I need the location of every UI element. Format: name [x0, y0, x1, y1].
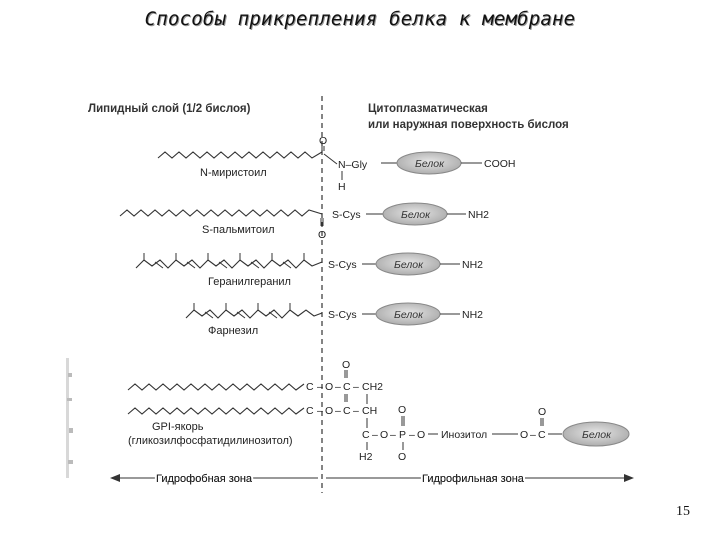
arrow-head-right-icon	[624, 474, 634, 482]
atom-dash: –	[317, 381, 323, 393]
atom-p: P	[399, 429, 406, 441]
link-n-gly: N–Gly	[338, 159, 368, 171]
atom-dash: –	[372, 429, 378, 441]
membrane-attachment-diagram: Липидный слой (1/2 бислоя) Цитоплазматич…	[66, 96, 634, 493]
row-gpi-anchor: C – O – C O – CH2 C – O – C – CH C H2 – …	[127, 359, 630, 463]
atom-ch: CH	[362, 405, 377, 417]
link-s-cys: S-Cys	[328, 309, 357, 321]
hydrophilic-zone-label-bg: Гидрофильная зона	[422, 473, 525, 485]
myristoyl-chain	[157, 151, 323, 159]
header-surface-line2: или наружная поверхность бислоя	[368, 119, 569, 131]
terminus-nh2: NH2	[462, 309, 483, 321]
atom-dash: –	[335, 381, 341, 393]
methyl-branches	[193, 303, 291, 310]
row-n-myristoyl: O N–Gly H Белок COOH N-миристоил	[157, 135, 516, 193]
atom-ch2: CH2	[362, 381, 383, 393]
label-farnesyl: Фарнезил	[208, 325, 258, 337]
atom-dash: –	[530, 429, 536, 441]
atom-o: O	[318, 229, 326, 241]
row-farnesyl: S-Cys Белок NH2 Фарнезил	[185, 302, 483, 337]
protein-label: Белок	[401, 209, 431, 221]
header-surface-line1: Цитоплазматическая	[368, 103, 488, 115]
row-geranylgeranyl: S-Cys Белок NH2 Геранилгеранил	[135, 252, 483, 288]
atom-o: O	[380, 429, 388, 441]
double-bonds	[204, 311, 278, 319]
protein-label: Белок	[582, 429, 612, 441]
header-lipid-layer: Липидный слой (1/2 бислоя)	[88, 103, 251, 115]
atom-o: O	[342, 359, 350, 371]
gpi-chain-2	[127, 407, 305, 415]
label-gpi-anchor: GPI-якорь	[152, 421, 204, 433]
protein-ellipse	[562, 421, 630, 447]
label-s-palmitoyl: S-пальмитоил	[202, 224, 275, 236]
row-s-palmitoyl: O S-Cys Белок NH2 S-пальмитоил	[119, 202, 489, 241]
arrow-head-left-icon	[110, 474, 120, 482]
gpi-chain-1	[127, 383, 305, 391]
link-s-cys: S-Cys	[328, 259, 357, 271]
atom-h: H	[338, 181, 346, 193]
geranylgeranyl-chain	[135, 259, 323, 269]
atom-dash: –	[353, 381, 359, 393]
atom-o: O	[417, 429, 425, 441]
terminus-nh2: NH2	[468, 209, 489, 221]
label-n-myristoyl: N-миристоил	[200, 167, 267, 179]
methyl-branches	[143, 253, 305, 260]
label-gpi-full-name: (гликозилфосфатидилинозитол)	[128, 435, 293, 447]
atom-o: O	[520, 429, 528, 441]
atom-o: O	[325, 381, 333, 393]
atom-dash: –	[409, 429, 415, 441]
link-s-cys: S-Cys	[332, 209, 361, 221]
page-number: 15	[676, 504, 690, 519]
terminus-nh2: NH2	[462, 259, 483, 271]
atom-o: O	[398, 404, 406, 416]
zone-arrows: Гидрофобная зона Гидрофобная зона Гидроф…	[110, 471, 634, 487]
atom-dash: –	[335, 405, 341, 417]
hydrophobic-zone-label: Гидрофобная зона	[156, 473, 253, 485]
atom-h2: H2	[359, 451, 373, 463]
hydrophilic-zone-label: Гидрофильная зона	[422, 473, 525, 485]
protein-label: Белок	[394, 309, 424, 321]
atom-o: O	[398, 451, 406, 463]
inositol-label: Инозитол	[441, 429, 487, 441]
slide-title: Способы прикрепления белка к мембране	[144, 8, 576, 30]
farnesyl-chain	[185, 309, 323, 319]
atom-o: O	[538, 406, 546, 418]
protein-label: Белок	[394, 259, 424, 271]
hydrophobic-zone-label-bg: Гидрофобная зона	[156, 473, 253, 485]
atom-o: O	[325, 405, 333, 417]
protein-label: Белок	[415, 158, 445, 170]
atom-c: C	[538, 429, 546, 441]
atom-o: O	[319, 135, 327, 147]
atom-c: C	[306, 381, 314, 393]
palmitoyl-chain	[119, 209, 323, 217]
atom-dash: –	[353, 405, 359, 417]
double-bonds	[154, 261, 292, 269]
terminus-cooh: COOH	[484, 158, 516, 170]
atom-c: C	[306, 405, 314, 417]
atom-c: C	[343, 381, 351, 393]
atom-dash: –	[317, 405, 323, 417]
atom-c: C	[343, 405, 351, 417]
label-geranylgeranyl: Геранилгеранил	[208, 276, 291, 288]
scan-edge	[66, 358, 73, 478]
atom-c: C	[362, 429, 370, 441]
atom-dash: –	[390, 429, 396, 441]
